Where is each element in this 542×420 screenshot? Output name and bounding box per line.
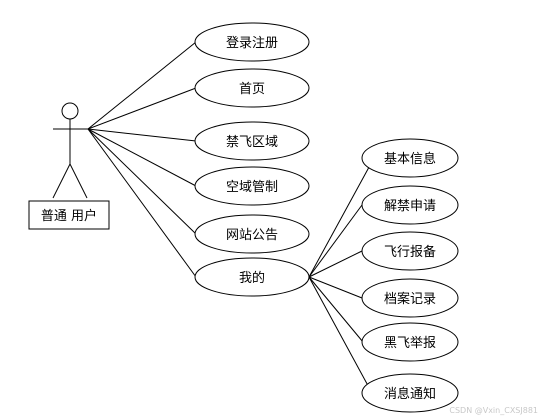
use-case-label: 消息通知	[384, 386, 436, 402]
actor-label-box	[28, 200, 110, 230]
use-case-label: 禁飞区域	[226, 135, 278, 150]
association-unban	[308, 204, 363, 278]
association-black-fly	[308, 276, 364, 343]
use-case-label: 首页	[239, 82, 265, 97]
association-notice	[87, 128, 197, 235]
use-case-ellipse	[194, 121, 310, 161]
actor: 普通 用户	[28, 102, 110, 230]
sub-use-case-unban-request: 解禁申请	[361, 185, 459, 225]
mine-associations	[308, 157, 375, 394]
actor-associations	[87, 41, 197, 278]
actor-left-leg	[52, 163, 71, 199]
association-nofly	[87, 128, 197, 142]
use-case-ellipse	[194, 68, 310, 108]
use-case-label: 网站公告	[226, 228, 278, 243]
use-case-ellipse	[194, 166, 310, 206]
use-case-mine: 我的	[194, 257, 310, 297]
sub-use-case-black-fly-report: 黑飞举报	[361, 322, 459, 362]
use-case-login: 登录注册	[194, 22, 310, 62]
association-mine	[87, 128, 197, 278]
actor-head	[61, 102, 79, 120]
sub-use-case-records: 档案记录	[361, 278, 459, 318]
use-case-label: 档案记录	[384, 292, 436, 307]
use-case-ellipse	[361, 322, 459, 362]
use-case-label: 基本信息	[384, 151, 436, 167]
use-case-label: 登录注册	[226, 36, 278, 51]
sub-use-case-basic-info: 基本信息	[361, 138, 459, 178]
use-case-ellipse	[361, 138, 459, 178]
use-case-ellipse	[361, 278, 459, 318]
association-records	[308, 276, 363, 299]
actor-right-leg	[69, 163, 88, 199]
use-case-ellipse	[361, 373, 459, 413]
association-flight-report	[308, 250, 363, 278]
use-case-ellipse	[194, 22, 310, 62]
use-case-airspace-control: 空域管制	[194, 166, 310, 206]
sub-use-case-flight-report: 飞行报备	[361, 231, 459, 271]
use-case-label: 黑飞举报	[384, 336, 436, 351]
use-case-ellipse	[361, 185, 459, 225]
use-case-ellipse	[194, 257, 310, 297]
use-case-label: 空域管制	[226, 180, 278, 195]
sub-use-case-messages: 消息通知	[361, 373, 459, 413]
use-case-label: 飞行报备	[384, 244, 436, 260]
association-home	[87, 87, 197, 130]
use-case-home: 首页	[194, 68, 310, 108]
use-case-label: 我的	[239, 270, 265, 286]
use-case-nofly-zone: 禁飞区域	[194, 121, 310, 161]
use-case-ellipse	[194, 214, 310, 254]
association-airspace	[87, 128, 197, 187]
use-case-site-notice: 网站公告	[194, 214, 310, 254]
use-case-label: 解禁申请	[384, 199, 436, 214]
association-messages	[308, 276, 373, 394]
use-case-ellipse	[361, 231, 459, 271]
association-basic-info	[308, 157, 375, 278]
watermark-text: CSDN @Vxin_CXSJ881	[449, 406, 538, 415]
actor-label: 普通 用户	[41, 208, 97, 224]
association-login	[87, 41, 197, 130]
